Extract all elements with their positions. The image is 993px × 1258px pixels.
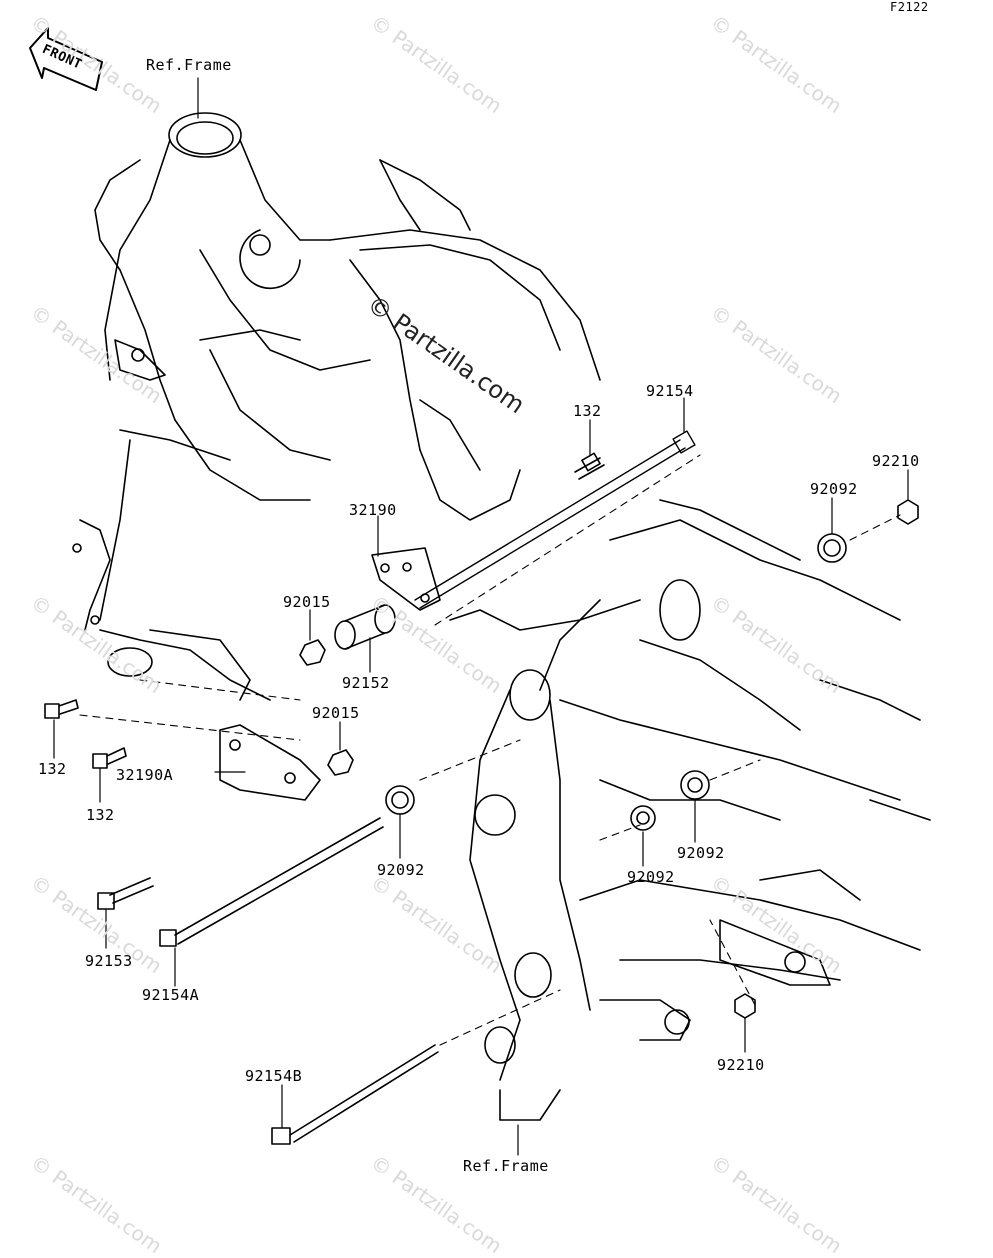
callout-92092-lower-right[interactable]: 92092 [677, 844, 725, 862]
bushing-92092-c [630, 805, 656, 831]
lower-frame [449, 499, 931, 1121]
bolt-132-lower [92, 747, 127, 769]
upper-frame [72, 112, 601, 701]
leader-lines [53, 77, 909, 1156]
callout-92015-upper[interactable]: 92015 [283, 593, 331, 611]
nut-92015-a [299, 639, 326, 666]
bolt-92153 [97, 877, 154, 910]
bolt-92154 [414, 430, 696, 609]
callout-92092-right[interactable]: 92092 [810, 480, 858, 498]
bushing-92092-d [680, 770, 710, 800]
callout-92153[interactable]: 92153 [85, 952, 133, 970]
callout-ref-frame-top[interactable]: Ref.Frame [146, 56, 232, 74]
callout-92092-middle[interactable]: 92092 [627, 868, 675, 886]
bushing-92092-b [385, 785, 415, 815]
parts-diagram: © Partzilla.com © Partzilla.com © Partzi… [26, 0, 931, 1258]
bolt-92154B [271, 1044, 439, 1145]
callout-92152[interactable]: 92152 [342, 674, 390, 692]
callout-92092-center[interactable]: 92092 [377, 861, 425, 879]
callout-132-lower[interactable]: 132 [86, 806, 115, 824]
callout-92154[interactable]: 92154 [646, 382, 694, 400]
nut-92210-b [734, 993, 756, 1019]
collar-92152 [334, 604, 396, 650]
assembly-guides [79, 454, 901, 1046]
bushing-92092-a [817, 533, 847, 563]
callout-92154A[interactable]: 92154A [142, 986, 200, 1004]
callout-32190[interactable]: 32190 [349, 501, 397, 519]
callout-92210-lower[interactable]: 92210 [717, 1056, 765, 1074]
callout-132-left[interactable]: 132 [38, 760, 67, 778]
callout-92015-lower[interactable]: 92015 [312, 704, 360, 722]
callout-132-upper[interactable]: 132 [573, 402, 602, 420]
nut-92210-a [897, 499, 919, 525]
bolt-132-upper [574, 452, 605, 480]
bolt-92154A [159, 817, 384, 947]
callout-92154B[interactable]: 92154B [245, 1067, 303, 1085]
callout-32190A[interactable]: 32190A [116, 766, 174, 784]
callout-ref-frame-bottom[interactable]: Ref.Frame [463, 1157, 549, 1175]
bracket-32190 [371, 547, 441, 611]
figure-code: F2122 [890, 0, 929, 14]
bolt-132-left [44, 699, 79, 719]
frame-line-drawing [29, 27, 931, 1156]
callout-92210-upper[interactable]: 92210 [872, 452, 920, 470]
front-arrow-icon [29, 27, 103, 91]
bracket-32190A [219, 724, 321, 801]
nut-92015-b [327, 749, 354, 776]
